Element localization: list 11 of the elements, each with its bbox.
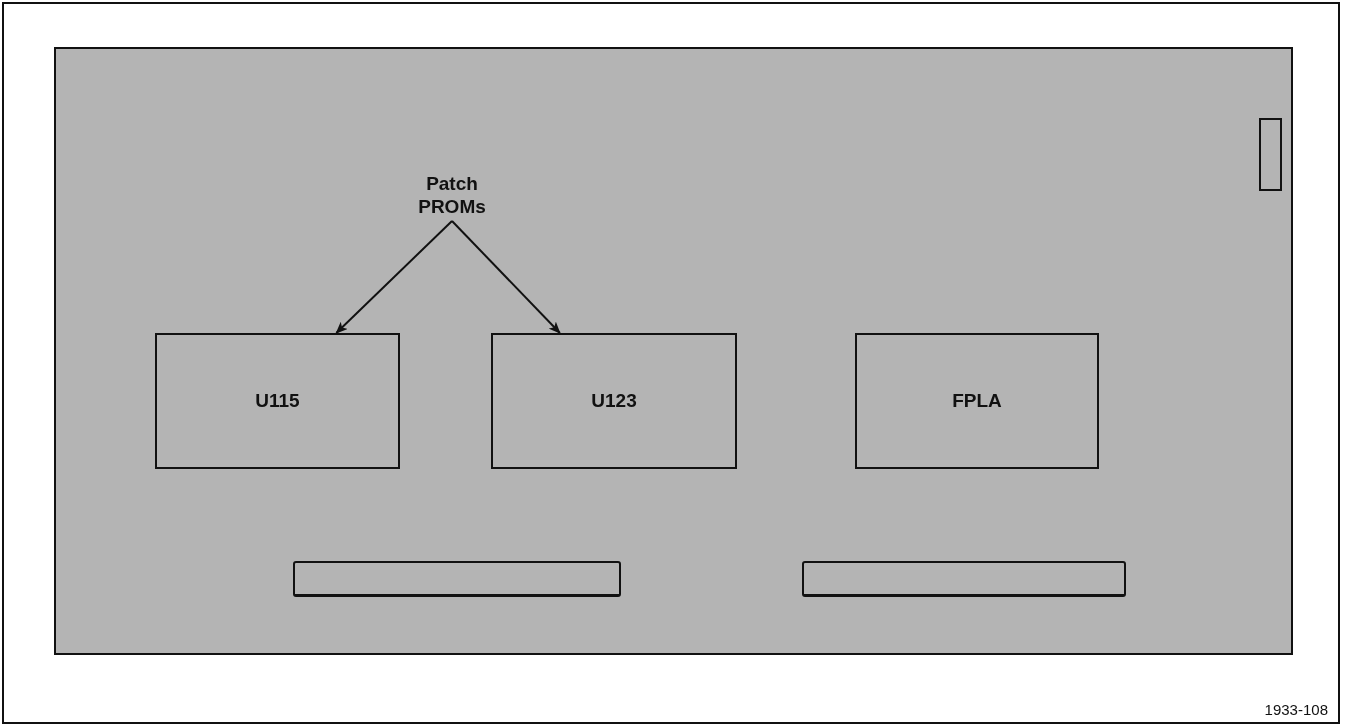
- arrow: [335, 220, 453, 334]
- circuit-board: [54, 47, 1293, 655]
- ic-chip: FPLA: [855, 333, 1099, 469]
- arrow: [451, 220, 561, 334]
- connector-strip: [293, 561, 621, 597]
- connector-strip: [802, 561, 1126, 597]
- ic-chip: U115: [155, 333, 400, 469]
- ic-chip: U123: [491, 333, 737, 469]
- figure-number: 1933-108: [1264, 701, 1328, 718]
- component-outline: [1259, 118, 1282, 191]
- callout-label: Patch PROMs: [407, 170, 497, 220]
